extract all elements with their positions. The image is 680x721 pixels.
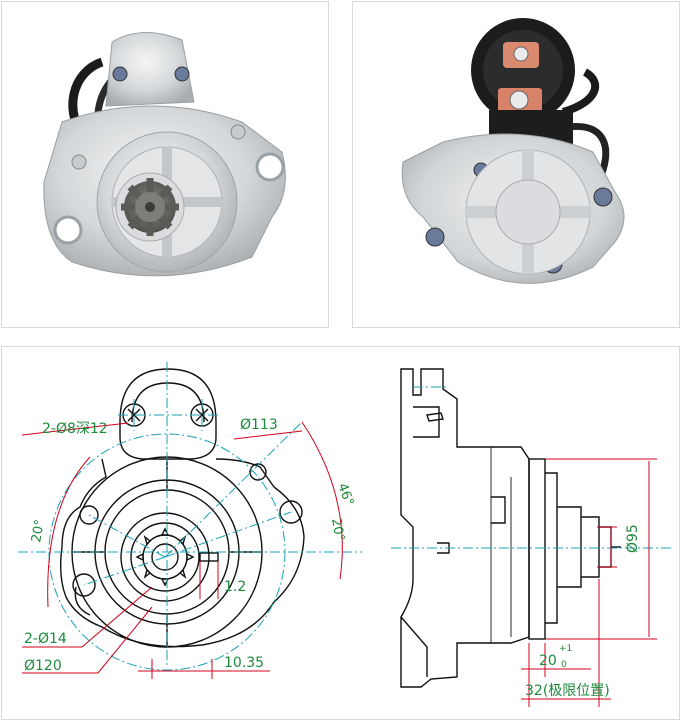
pinion-gear-outline-icon (135, 527, 195, 587)
label-pilot-diameter: Ø95 (625, 524, 641, 553)
label-flange-thickness: 20 (539, 653, 557, 669)
starter-motor-solenoid-end-photo-icon (401, 18, 625, 284)
photo-panel-rear (352, 1, 680, 328)
label-angle-right: 20° (328, 517, 347, 542)
label-angle-top: 46° (334, 481, 356, 508)
label-pinion-offset: 1.2 (224, 579, 246, 595)
label-tolerance-lower: 0 (561, 660, 567, 670)
starter-motor-pinion-end-photo-icon (43, 31, 286, 277)
pinion-gear-icon (121, 178, 179, 236)
label-width: 10.35 (224, 655, 264, 671)
label-bore-diameter: Ø113 (240, 417, 278, 433)
drawing-side-view: Ø95 20 +1 0 32(极限位置) (371, 346, 680, 720)
label-travel: 32(极限位置) (525, 683, 610, 699)
label-mount-holes: 2-Ø8深12 (42, 421, 108, 437)
front-view-svg: 2-Ø8深12 Ø113 46° 20° 20° 1.2 2-Ø14 Ø120 … (18, 362, 362, 679)
label-flange-diameter: Ø120 (24, 658, 62, 674)
label-holes-bottom: 2-Ø14 (24, 631, 67, 647)
label-tolerance-upper: +1 (559, 644, 572, 654)
drawing-front-view: 2-Ø8深12 Ø113 46° 20° 20° 1.2 2-Ø14 Ø120 … (1, 346, 371, 720)
photo-panel-front (1, 1, 329, 328)
side-view-svg: Ø95 20 +1 0 32(极限位置) (391, 368, 671, 707)
label-angle-left: 20° (29, 518, 48, 543)
